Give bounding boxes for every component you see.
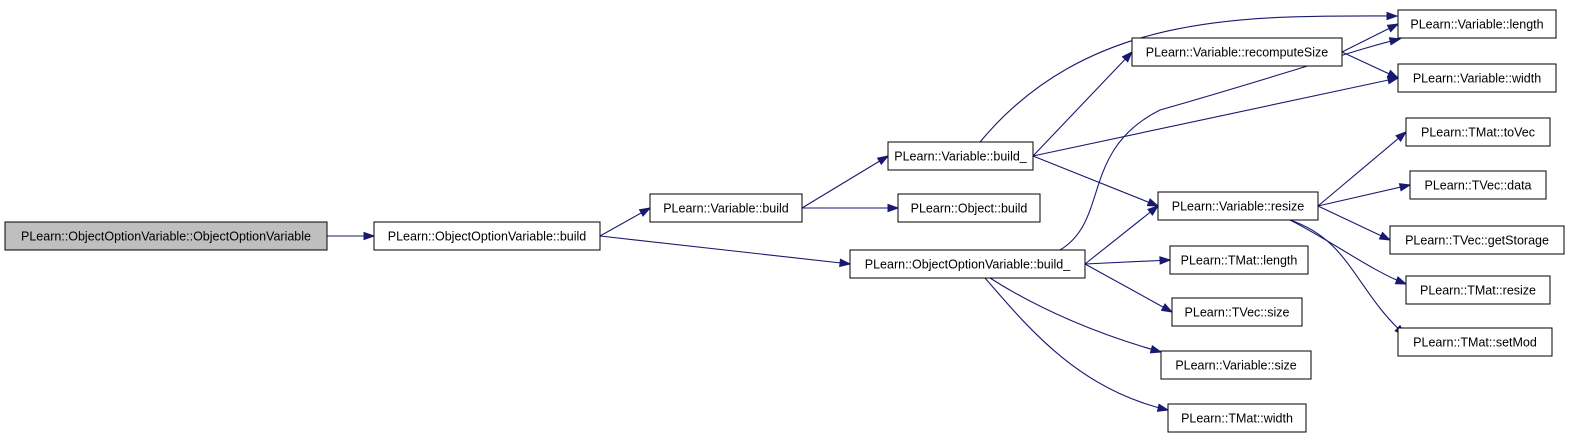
node-box: [1389, 225, 1565, 255]
edge-var-resize-to-tmat-resize-arrowhead: [1394, 276, 1408, 285]
node-box: [4, 221, 328, 251]
node-label: PLearn::TVec::size: [1185, 306, 1290, 320]
node-label: PLearn::TMat::setMod: [1413, 336, 1537, 350]
edge-oov-ctor-to-oov-build-arrowhead: [363, 231, 376, 241]
edge-var-build--to-var-resize-arrowhead: [1146, 198, 1160, 207]
node-label: PLearn::ObjectOptionVariable::build: [388, 230, 587, 244]
edge-oov-build--to-var-length-arrowhead: [1388, 37, 1402, 46]
node-label: PLearn::TVec::data: [1424, 179, 1531, 193]
node-box: [1160, 350, 1312, 380]
node-label: PLearn::Variable::size: [1175, 359, 1296, 373]
node-label: PLearn::TMat::toVec: [1421, 126, 1535, 140]
edge-var-resize-to-tmat-setmod: [1289, 219, 1406, 336]
node-obj-build[interactable]: PLearn::Object::build: [897, 193, 1041, 223]
edge-var-build--to-var-width: [1032, 77, 1399, 157]
node-box: [887, 141, 1034, 171]
node-tmat-resize[interactable]: PLearn::TMat::resize: [1405, 275, 1551, 305]
node-tmat-length[interactable]: PLearn::TMat::length: [1169, 245, 1309, 275]
edge-var-build--to-var-recompute: [1032, 51, 1133, 157]
edge-var-recompute-to-var-length-arrowhead: [1386, 23, 1400, 33]
node-label: PLearn::TMat::length: [1181, 254, 1298, 268]
edge-oov-build-to-oov-build--arrowhead: [839, 258, 852, 268]
node-label: PLearn::Variable::build: [663, 202, 789, 216]
node-var-build-[interactable]: PLearn::Variable::build_: [887, 141, 1034, 171]
edge-oov-build--to-var-length: [1059, 38, 1401, 251]
node-box: [897, 193, 1041, 223]
node-tmat-setmod[interactable]: PLearn::TMat::setMod: [1397, 327, 1553, 357]
node-box: [1397, 327, 1553, 357]
node-box: [1171, 297, 1303, 327]
node-var-build[interactable]: PLearn::Variable::build: [649, 193, 803, 223]
edge-oov-build--to-var-resize: [1084, 205, 1159, 265]
node-box: [1409, 170, 1547, 200]
node-var-resize[interactable]: PLearn::Variable::resize: [1157, 191, 1319, 221]
node-label: PLearn::Variable::build_: [894, 150, 1028, 164]
node-box: [1397, 9, 1557, 39]
edge-var-build-to-var-build-: [801, 155, 889, 209]
edge-var-build--to-var-resize: [1032, 155, 1159, 207]
node-label: PLearn::TMat::width: [1181, 412, 1293, 426]
node-label: PLearn::Variable::resize: [1172, 200, 1305, 214]
node-box: [1397, 63, 1557, 93]
nodes-layer: PLearn::ObjectOptionVariable::ObjectOpti…: [4, 9, 1565, 433]
edge-oov-build--to-tmat-length: [1084, 259, 1171, 265]
edge-var-resize-to-tmat-tovec: [1317, 131, 1407, 207]
node-tvec-size[interactable]: PLearn::TVec::size: [1171, 297, 1303, 327]
node-box: [649, 193, 803, 223]
node-label: PLearn::TMat::resize: [1420, 284, 1536, 298]
edge-oov-build-to-oov-build-: [599, 235, 851, 265]
node-tmat-width[interactable]: PLearn::TMat::width: [1167, 403, 1307, 433]
node-box: [1405, 117, 1551, 147]
edge-var-build--to-var-length-arrowhead: [1386, 11, 1399, 21]
edge-oov-build--to-tmat-width: [984, 277, 1169, 411]
node-tvec-getstorage[interactable]: PLearn::TVec::getStorage: [1389, 225, 1565, 255]
node-label: PLearn::ObjectOptionVariable::ObjectOpti…: [21, 230, 311, 244]
edge-var-resize-to-tmat-tovec-arrowhead: [1395, 131, 1408, 143]
edge-oov-build--to-tmat-length-arrowhead: [1159, 256, 1172, 265]
node-oov-build[interactable]: PLearn::ObjectOptionVariable::build: [373, 221, 601, 251]
node-oov-ctor[interactable]: PLearn::ObjectOptionVariable::ObjectOpti…: [4, 221, 328, 251]
node-var-length[interactable]: PLearn::Variable::length: [1397, 9, 1557, 39]
node-box: [373, 221, 601, 251]
node-label: PLearn::Variable::length: [1410, 18, 1543, 32]
edge-oov-build--to-tvec-size-arrowhead: [1160, 303, 1174, 313]
edge-var-build--to-var-length: [979, 15, 1398, 143]
node-tmat-tovec[interactable]: PLearn::TMat::toVec: [1405, 117, 1551, 147]
edge-oov-build--to-var-resize-arrowhead: [1147, 205, 1160, 216]
edge-var-build-to-var-build--arrowhead: [876, 155, 890, 166]
node-var-width[interactable]: PLearn::Variable::width: [1397, 63, 1557, 93]
edge-var-resize-to-tvec-data-arrowhead: [1398, 183, 1412, 192]
edge-var-recompute-to-var-width-arrowhead: [1386, 69, 1400, 79]
edge-oov-build--to-var-size-arrowhead: [1149, 345, 1163, 354]
node-box: [1167, 403, 1307, 433]
node-label: PLearn::ObjectOptionVariable::build_: [865, 258, 1071, 272]
node-var-recompute[interactable]: PLearn::Variable::recomputeSize: [1131, 37, 1343, 67]
edge-var-build--to-var-recompute-arrowhead: [1121, 50, 1134, 63]
edge-var-resize-to-tmat-resize: [1289, 219, 1407, 285]
edge-oov-build--to-tmat-width-arrowhead: [1156, 403, 1170, 412]
edge-oov-build-to-var-build-arrowhead: [638, 207, 652, 217]
node-box: [849, 249, 1086, 279]
node-box: [1131, 37, 1343, 67]
edge-oov-build--to-tvec-size: [1084, 263, 1173, 313]
node-var-size[interactable]: PLearn::Variable::size: [1160, 350, 1312, 380]
node-oov-build-[interactable]: PLearn::ObjectOptionVariable::build_: [849, 249, 1086, 279]
node-box: [1169, 245, 1309, 275]
edge-var-resize-to-tvec-getstorage: [1317, 205, 1391, 241]
node-label: PLearn::TVec::getStorage: [1405, 234, 1549, 248]
node-tvec-data[interactable]: PLearn::TVec::data: [1409, 170, 1547, 200]
edge-var-resize-to-tvec-data: [1317, 184, 1411, 207]
node-label: PLearn::Variable::recomputeSize: [1146, 46, 1329, 60]
node-label: PLearn::Variable::width: [1413, 72, 1541, 86]
node-box: [1405, 275, 1551, 305]
edge-var-resize-to-tvec-getstorage-arrowhead: [1378, 231, 1392, 241]
edges-layer: [327, 11, 1412, 412]
edge-oov-build--to-var-size: [989, 277, 1162, 353]
edge-var-build-to-obj-build-arrowhead: [887, 203, 900, 213]
node-label: PLearn::Object::build: [911, 202, 1028, 216]
node-box: [1157, 191, 1319, 221]
